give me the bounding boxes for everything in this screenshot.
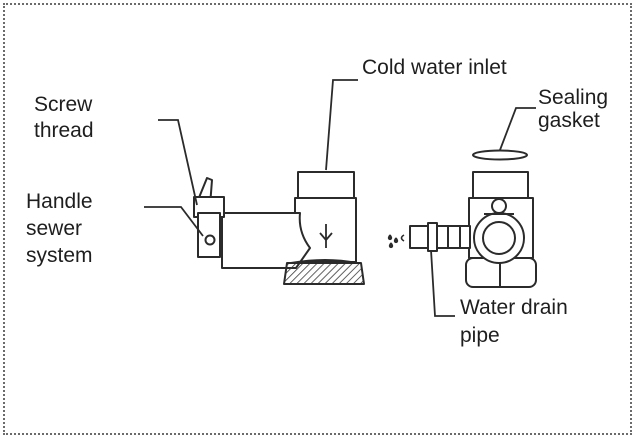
body-emblem (319, 224, 333, 248)
drain-pipe-collar (427, 222, 438, 252)
leader-cold-water-inlet (325, 79, 358, 171)
inlet-cap (297, 171, 355, 199)
label-cold-water-inlet: Cold water inlet (362, 56, 507, 79)
valve-side-view (193, 171, 365, 285)
leader-handle-sewer-system (144, 206, 204, 237)
label-sealing-gasket: Sealing gasket (538, 86, 609, 132)
handle-screw (204, 234, 216, 246)
leader-screw-thread (158, 119, 198, 206)
front-inlet-cap (472, 171, 529, 199)
sealing-gasket-ring (472, 149, 528, 161)
leader-water-drain-pipe (430, 249, 455, 317)
label-handle-sewer-system: Handle sewer system (26, 190, 93, 267)
diagram-frame (3, 3, 632, 435)
water-drops (387, 234, 399, 249)
front-knob (491, 198, 507, 214)
front-ring-inner (482, 221, 516, 255)
valve-front-view (400, 149, 537, 288)
leader-sealing-gasket (499, 107, 536, 151)
label-screw-thread: Screw thread (34, 93, 94, 142)
threaded-base (283, 262, 365, 285)
valve-arm (221, 212, 311, 269)
label-water-drain-pipe: Water drain pipe (460, 296, 568, 347)
